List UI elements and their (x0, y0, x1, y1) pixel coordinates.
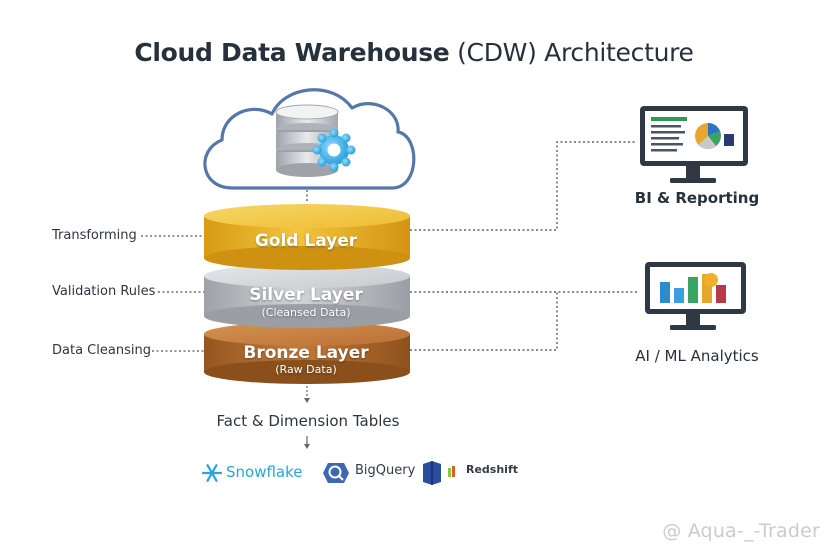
watermark: @ Aqua-_-Trader (662, 520, 820, 542)
snowflake-icon (201, 464, 223, 482)
bigquery-icon (323, 463, 349, 483)
ai-ml-label: AI / ML Analytics (635, 347, 759, 365)
title-bold: Cloud Data Warehouse (134, 38, 450, 67)
bronze-layer-subtitle: (Raw Data) (275, 363, 337, 376)
diagram-title: Cloud Data Warehouse (CDW) Architecture (0, 38, 828, 67)
gold-layer-cylinder (204, 204, 410, 270)
label-validation-rules: Validation Rules (52, 284, 156, 299)
redshift-icon (423, 461, 455, 485)
label-data-cleansing: Data Cleansing (52, 343, 151, 358)
bronze-layer-title: Bronze Layer (243, 343, 369, 363)
silver-layer-title: Silver Layer (249, 285, 363, 305)
arrow-head-1 (304, 398, 310, 403)
snowflake-brand-label: Snowflake (226, 463, 303, 481)
silver-layer-cylinder (204, 264, 410, 328)
label-transforming: Transforming (52, 228, 137, 243)
title-rest: (CDW) Architecture (449, 38, 694, 67)
arrow-head-2 (304, 444, 310, 449)
bi-dashboard-monitor-icon (640, 106, 748, 183)
gold-layer-title: Gold Layer (254, 231, 358, 251)
bronze-layer-cylinder (204, 322, 410, 384)
ai-analytics-monitor-icon (645, 262, 746, 330)
left-leaders (141, 235, 204, 352)
fact-dimension-label: Fact & Dimension Tables (216, 412, 400, 430)
silver-layer-subtitle: (Cleansed Data) (261, 306, 351, 319)
right-connectors (410, 141, 637, 351)
bi-reporting-label: BI & Reporting (634, 189, 760, 207)
gear-icon (312, 128, 356, 172)
bigquery-brand-label: BigQuery (355, 463, 416, 478)
redshift-brand-label: Redshift (466, 463, 518, 476)
